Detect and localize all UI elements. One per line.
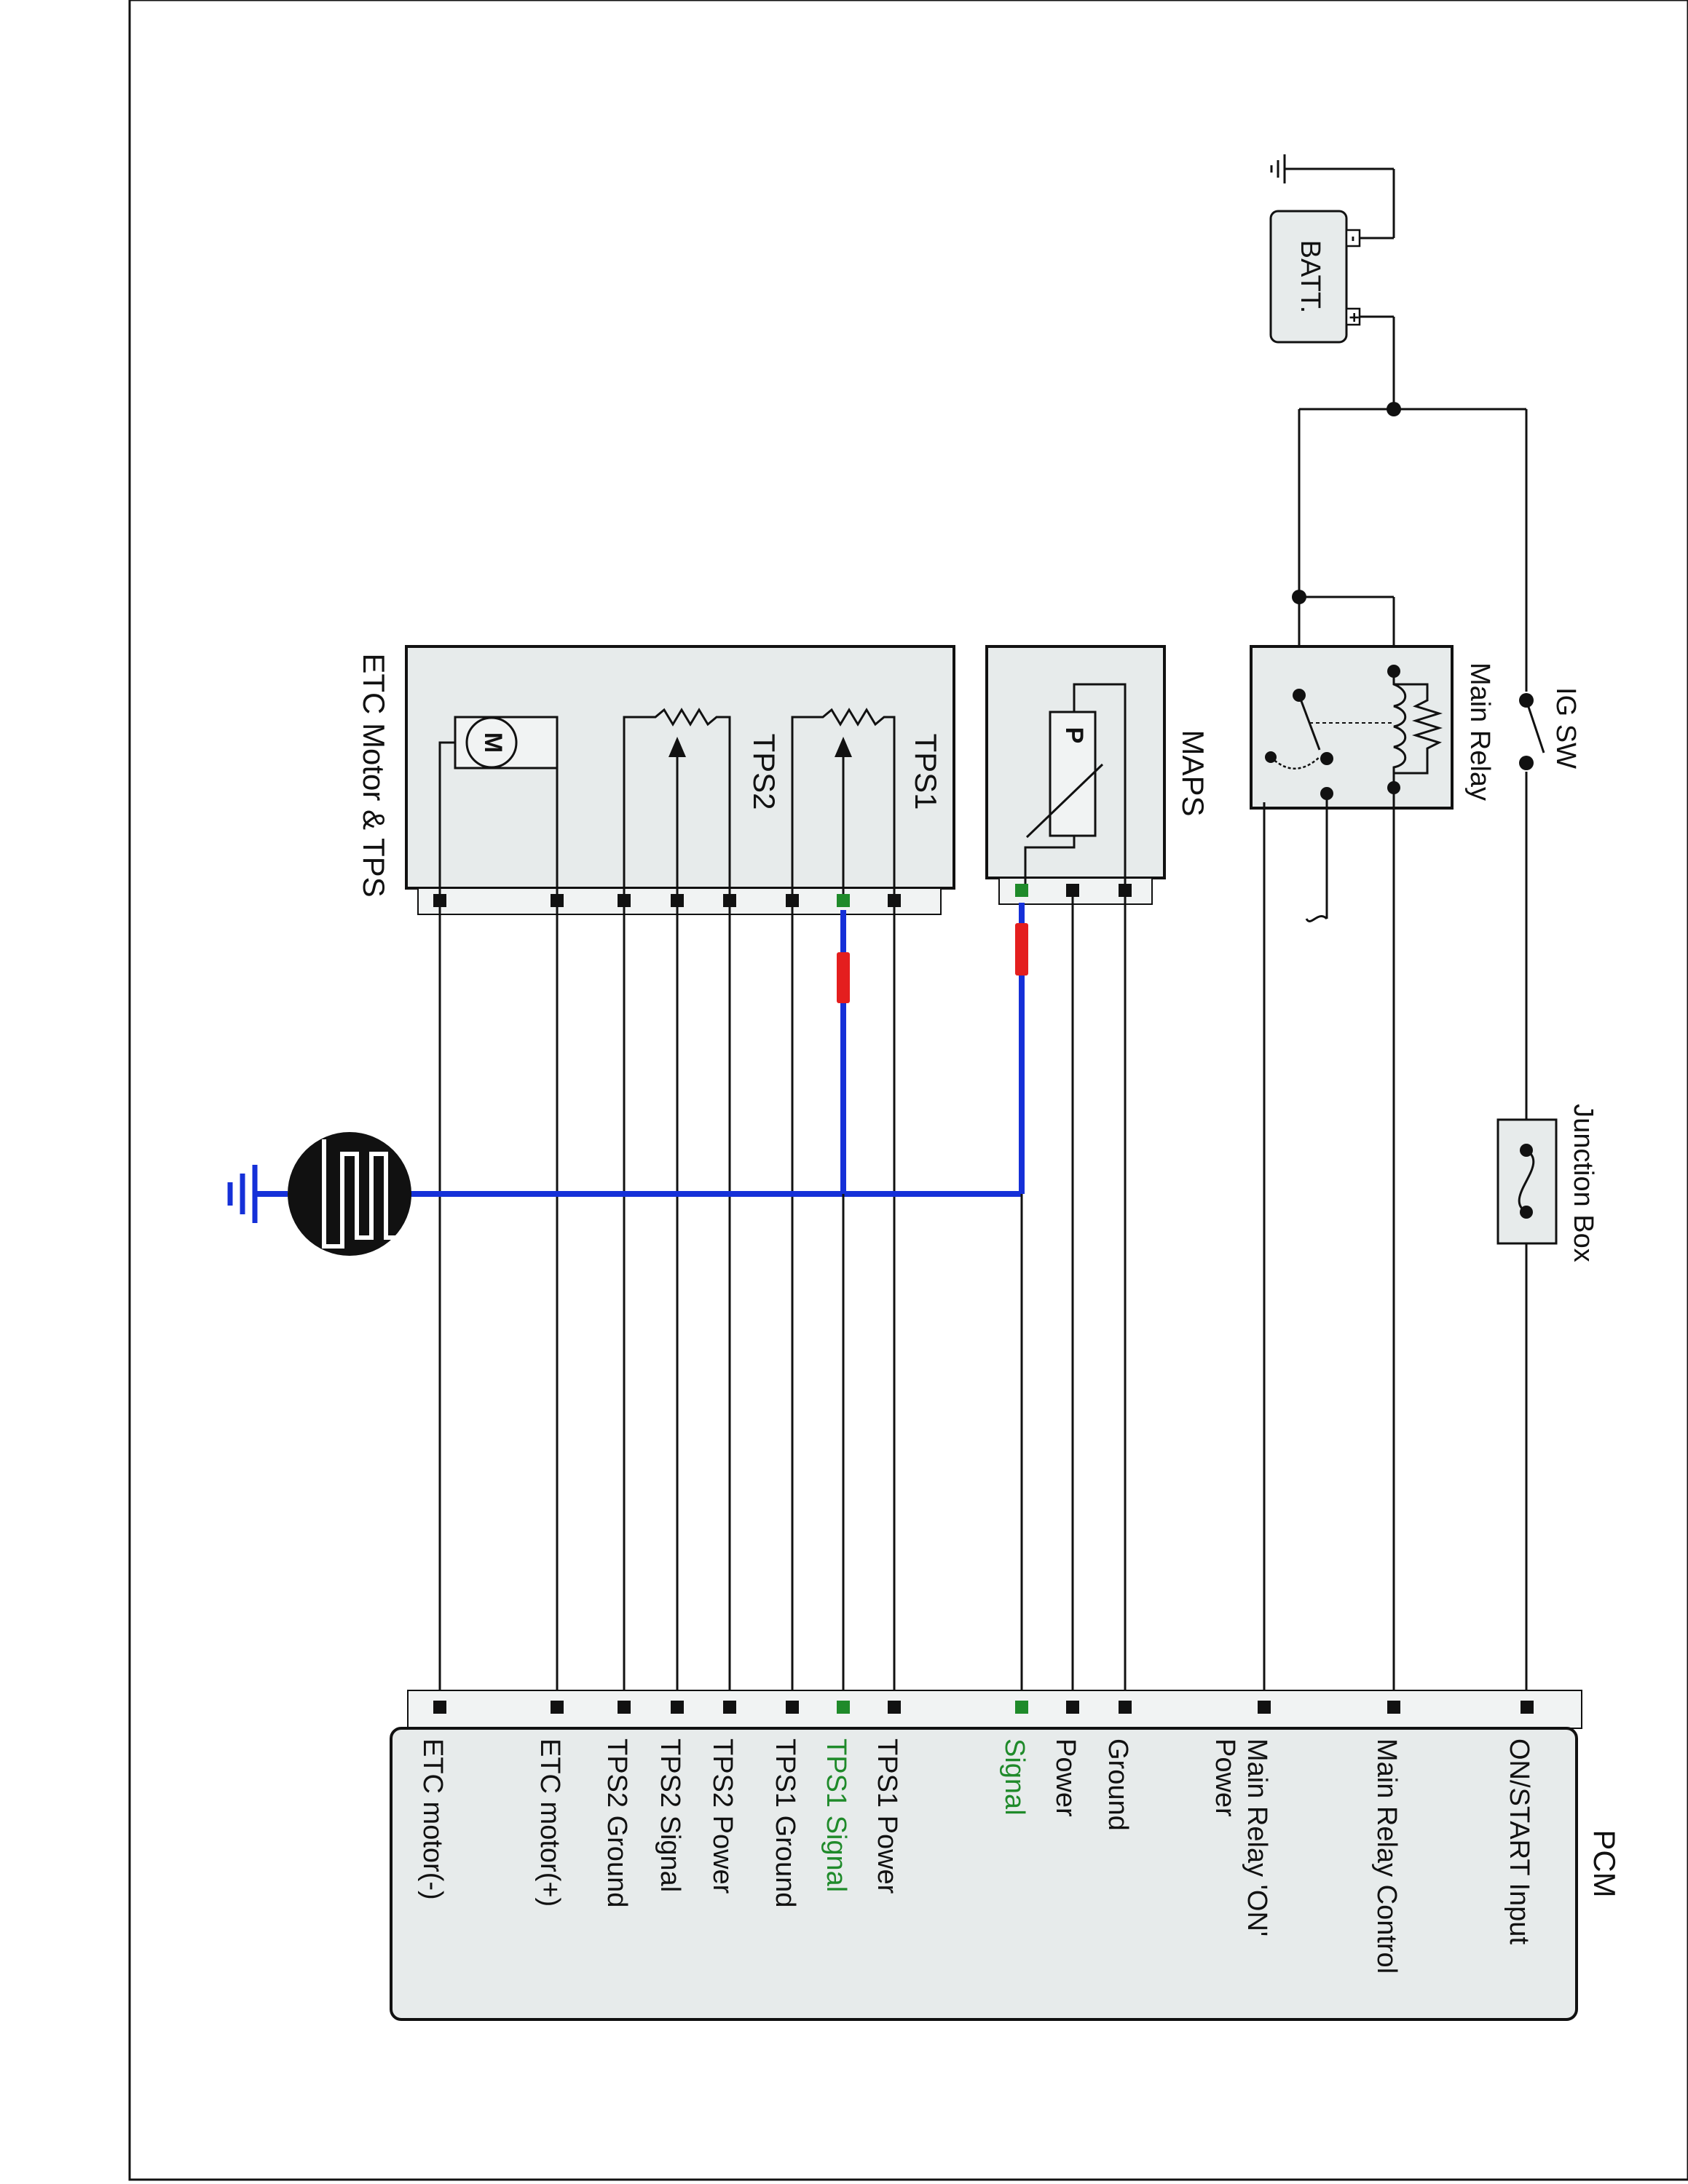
maps-label: MAPS <box>1176 729 1210 816</box>
pin-label: TPS2 Ground <box>602 1738 632 1907</box>
motor-symbol: M <box>479 732 507 753</box>
tps1-splice <box>837 952 850 1003</box>
battery-minus-sign: - <box>1344 236 1364 242</box>
pcm: PCM <box>390 1690 1622 2021</box>
pin-label: Power <box>1210 1738 1240 1817</box>
pin-label: TPS1 Ground <box>770 1738 800 1907</box>
etc-motor-tps: M TPS2 TPS1 ETC Motor & TPS <box>357 645 955 915</box>
tps2-label: TPS2 <box>747 733 781 810</box>
pin-label: ON/START Input <box>1504 1738 1534 1944</box>
ig-switch-label: IG SW <box>1550 687 1581 769</box>
tps1-label: TPS1 <box>909 733 943 810</box>
battery-plus-sign: + <box>1344 312 1364 323</box>
relay-supply-dot <box>1292 590 1306 604</box>
battery-label: BATT. <box>1295 240 1325 314</box>
connector-pins <box>433 884 1534 1714</box>
pin-label: Ground <box>1103 1738 1133 1831</box>
battery-ground-icon <box>1270 154 1395 240</box>
pin-label: Main Relay 'ON' <box>1242 1738 1272 1936</box>
main-relay: Main Relay <box>1250 645 1495 810</box>
maps-splice <box>1015 923 1028 976</box>
pin-label: Main Relay Control <box>1371 1738 1402 1974</box>
pin-label: ETC motor(-) <box>417 1738 448 1900</box>
etc-label: ETC Motor & TPS <box>357 653 391 897</box>
pin-label: Power <box>1050 1738 1081 1817</box>
pin-label: Signal <box>999 1738 1030 1816</box>
maps-sensor-symbol: P <box>1060 727 1088 744</box>
shield-ground-icon <box>227 1132 411 1256</box>
pcm-pin-labels: ON/START Input Main Relay Control Main R… <box>417 1738 1534 1974</box>
junction-box-label: Junction Box <box>1568 1104 1598 1262</box>
battery: - + BATT. <box>1269 210 1364 344</box>
battery-junction-dot <box>1387 402 1401 416</box>
pin-label: TPS1 Signal <box>821 1738 851 1892</box>
junction-box: Junction Box <box>1496 1104 1598 1262</box>
maps-sensor: P MAPS <box>985 645 1210 905</box>
ignition-switch-icon: IG SW <box>1519 687 1581 770</box>
pin-label: TPS2 Signal <box>655 1738 685 1892</box>
pcm-label: PCM <box>1588 1829 1622 1897</box>
page-frame <box>128 0 1688 2181</box>
pin-label: TPS2 Power <box>707 1738 738 1894</box>
pin-label: TPS1 Power <box>872 1738 902 1894</box>
pin-label: ETC motor(+) <box>535 1738 565 1907</box>
main-relay-label: Main Relay <box>1464 662 1495 801</box>
